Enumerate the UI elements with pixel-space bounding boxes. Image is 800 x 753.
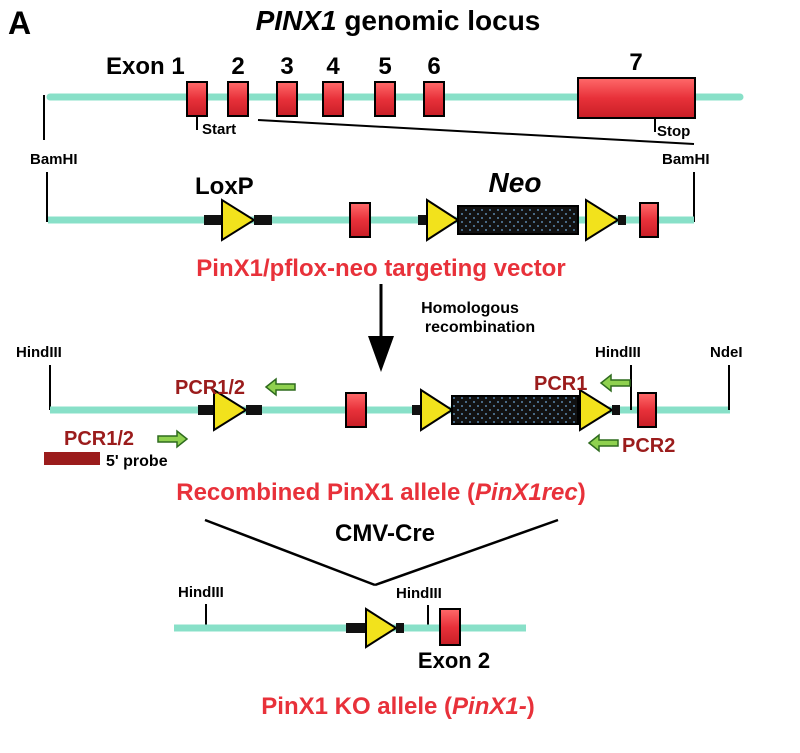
ndei-label: NdeI [710, 344, 743, 361]
ko-hindiii-right-label: HindIII [396, 585, 442, 602]
exon-1-label: Exon 1 [106, 53, 185, 80]
cre-line-right [374, 518, 559, 587]
exon-1-box [186, 81, 208, 117]
exon-4-box [322, 81, 344, 117]
cmv-cre-label: CMV-Cre [335, 520, 435, 547]
title-rest: genomic locus [337, 5, 541, 36]
panel-letter: A [8, 5, 31, 41]
ko-allele-row: HindIII HindIII Exon 2 [174, 584, 526, 673]
pcr2-arrow-left [587, 433, 619, 453]
ko-exon-2 [439, 608, 461, 646]
exon-3-box [276, 81, 298, 117]
exon-2-label-ko: Exon 2 [418, 648, 490, 673]
vector-exon-2 [349, 202, 371, 238]
ko-loxp-segment-a [346, 623, 368, 633]
exon-7-box [577, 77, 696, 119]
exon-6-label: 6 [427, 53, 440, 80]
loxp-site-1 [221, 198, 256, 242]
pcr2-label: PCR2 [622, 435, 675, 457]
exon-5-label: 5 [378, 53, 391, 80]
loxp-neo-segment-a [418, 215, 428, 225]
ko-label-italic: PinX1- [452, 693, 527, 720]
loxp-label: LoxP [195, 173, 254, 200]
recombined-allele-row: HindIII HindIII NdeI PCR1/2 PCR1 PCR2 PC… [16, 344, 743, 470]
rec-loxp-site-1 [213, 388, 248, 432]
five-prime-probe-bar [44, 452, 100, 465]
loxp-site-3 [585, 198, 620, 242]
exon-6-box [423, 81, 445, 117]
rec-neo-cassette [451, 395, 579, 425]
title-gene: PINX1 [256, 5, 337, 36]
ko-loxp-site [365, 607, 398, 649]
exon-3-label: 3 [280, 53, 293, 80]
recombined-label: Recombined PinX1 allele (PinX1rec) [176, 479, 586, 506]
loxp-site-2 [426, 198, 460, 242]
exon-5-box [374, 81, 396, 117]
recombined-label-prefix: Recombined PinX1 allele ( [176, 479, 475, 506]
exon-7-label: 7 [629, 49, 642, 76]
bamhi-left-label: BamHI [30, 151, 78, 168]
genomic-locus-row: Exon 1 2 3 4 5 6 7 Start Stop BamHI BamH… [30, 49, 744, 168]
hindiii-left-label: HindIII [16, 344, 62, 361]
pcr12-lower-arrow-right [157, 429, 189, 449]
pcr12-lower-label: PCR1/2 [64, 428, 134, 450]
pcr12-upper-arrow-left [264, 377, 296, 397]
neo-cassette [457, 205, 579, 235]
page-title: PINX1 genomic locus [256, 5, 541, 36]
rec-exon-3 [637, 392, 657, 428]
exon-2-label: 2 [231, 53, 244, 80]
five-prime-probe-label: 5' probe [106, 453, 168, 470]
rec-loxp-segment-b [246, 405, 262, 415]
ko-label-suffix: ) [527, 693, 535, 720]
ko-label-prefix: PinX1 KO allele ( [261, 693, 452, 720]
loxp-left-segment-a [204, 215, 226, 225]
rec-loxp-site-3 [579, 388, 614, 432]
loxp-left-segment-b [254, 215, 272, 225]
rec-loxp-segment-a [198, 405, 216, 415]
recombined-label-suffix: ) [578, 479, 586, 506]
bamhi-right-label: BamHI [662, 151, 710, 168]
pcr1-label: PCR1 [534, 373, 587, 395]
recombined-label-italic: PinX1rec [475, 479, 578, 506]
exon-4-label: 4 [326, 53, 340, 80]
exon-2-box [227, 81, 249, 117]
hindiii-right-label: HindIII [595, 344, 641, 361]
rec-loxp-neo-segment-a [412, 405, 422, 415]
ko-hindiii-left-label: HindIII [178, 584, 224, 601]
neo-label: Neo [489, 167, 542, 198]
loxp-neo-segment-b [618, 215, 626, 225]
homologous-label-line2: recombination [425, 319, 535, 336]
pcr12-upper-label: PCR1/2 [175, 377, 245, 399]
stop-label: Stop [657, 123, 690, 140]
rec-loxp-site-2 [420, 388, 454, 432]
vector-label: PinX1/pflox-neo targeting vector [196, 255, 565, 282]
projection-line [257, 119, 695, 145]
homologous-recombination-arrow: Homologous recombination [368, 284, 535, 372]
ko-label: PinX1 KO allele (PinX1-) [261, 693, 534, 720]
homologous-label-line1: Homologous [421, 300, 519, 317]
cmv-cre-convergence: CMV-Cre [204, 518, 559, 587]
cre-line-left [204, 518, 376, 587]
ko-loxp-segment-b [396, 623, 404, 633]
rec-exon-2 [345, 392, 367, 428]
pcr1-arrow-left [599, 373, 631, 393]
arrow-head [368, 336, 394, 372]
targeting-vector-row: LoxP Neo [46, 167, 695, 242]
vector-exon-3 [639, 202, 659, 238]
rec-loxp-neo-segment-b [612, 405, 620, 415]
start-label: Start [202, 121, 236, 138]
